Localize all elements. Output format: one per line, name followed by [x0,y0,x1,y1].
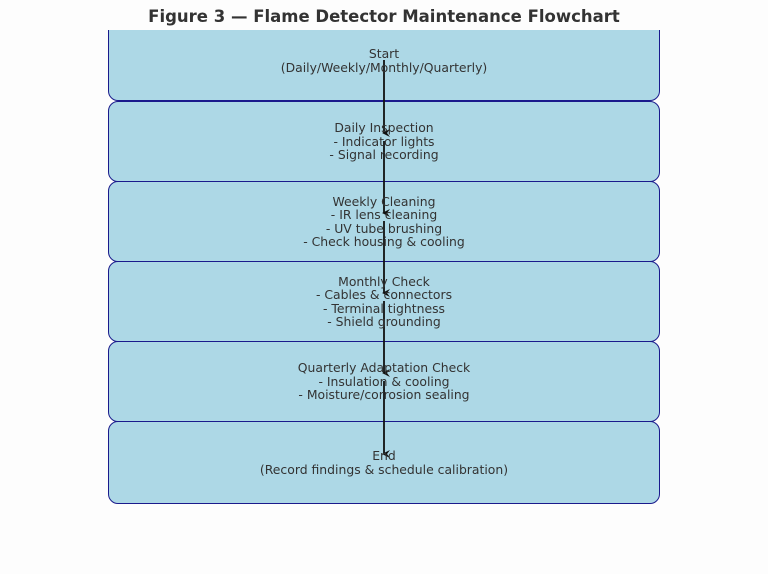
flow-node-daily-inspection: Daily Inspection - Indicator lights - Si… [108,101,660,182]
flow-node-quarterly-check-label: Quarterly Adaptation Check - Insulation … [297,360,471,403]
flow-node-daily-inspection-label: Daily Inspection - Indicator lights - Si… [329,120,439,163]
flow-node-end: End (Record findings & schedule calibrat… [108,421,660,504]
flow-node-start: Start (Daily/Weekly/Monthly/Quarterly) [108,20,660,101]
flow-node-weekly-cleaning: Weekly Cleaning - IR lens cleaning - UV … [108,181,660,262]
flow-node-end-label: End (Record findings & schedule calibrat… [259,448,509,477]
flow-node-quarterly-check: Quarterly Adaptation Check - Insulation … [108,341,660,422]
flow-node-monthly-check: Monthly Check - Cables & connectors - Te… [108,261,660,342]
flow-node-start-label: Start (Daily/Weekly/Monthly/Quarterly) [280,46,488,75]
diagram-title: Figure 3 — Flame Detector Maintenance Fl… [0,6,768,30]
flow-node-monthly-check-label: Monthly Check - Cables & connectors - Te… [315,273,453,329]
flow-node-weekly-cleaning-label: Weekly Cleaning - IR lens cleaning - UV … [303,193,465,249]
